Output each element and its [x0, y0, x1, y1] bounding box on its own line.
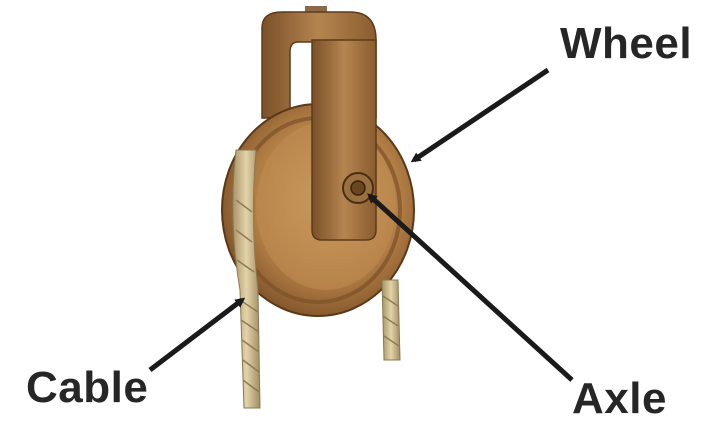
label-axle: Axle	[572, 377, 667, 421]
wheel-arrow	[414, 70, 548, 160]
label-cable: Cable	[26, 366, 148, 410]
front-bracket-plate	[312, 40, 376, 240]
cable-arrow	[150, 300, 242, 370]
label-wheel: Wheel	[560, 22, 692, 66]
cable-rope-right	[382, 280, 400, 360]
axle-pin	[351, 181, 365, 195]
